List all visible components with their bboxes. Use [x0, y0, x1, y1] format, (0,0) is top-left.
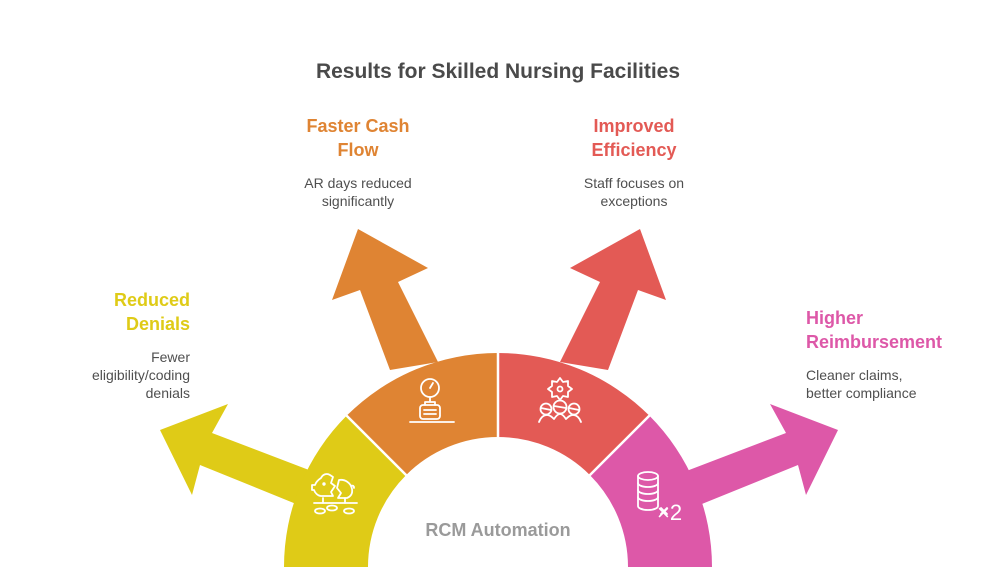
arrow-faster-cash-flow — [332, 229, 438, 370]
desc-line: Staff focuses on — [583, 175, 685, 191]
block-higher-reimbursement: Higher Reimbursement Cleaner claims, bet… — [806, 306, 986, 402]
desc-line: AR days reduced — [304, 175, 412, 191]
title-line: Reimbursement — [806, 332, 943, 352]
center-label: RCM Automation — [425, 520, 571, 540]
block-faster-cash-flow: Faster Cash Flow AR days reduced signifi… — [268, 114, 448, 210]
diagram-title: Results for Skilled Nursing Facilities — [315, 60, 681, 83]
block-improved-efficiency: Improved Efficiency Staff focuses on exc… — [544, 114, 724, 210]
block-desc-reduced-denials: Fewer eligibility/coding denials — [10, 348, 190, 402]
block-reduced-denials: Reduced Denials Fewer eligibility/coding… — [10, 288, 190, 402]
desc-line: denials — [145, 385, 190, 401]
arrow-improved-efficiency — [560, 229, 666, 370]
arc-segment-reduced-denials — [284, 415, 407, 567]
stopwatch-briefcase-icon — [409, 378, 455, 423]
desc-line: exceptions — [600, 193, 668, 209]
arrow-reduced-denials — [160, 404, 322, 508]
title-line: Faster Cash — [306, 116, 410, 136]
arc-segment-higher-reimbursement — [589, 415, 712, 567]
coin-stack-x2-icon — [637, 471, 668, 515]
block-desc-higher-reimbursement: Cleaner claims, better compliance — [806, 366, 986, 402]
block-desc-improved-efficiency: Staff focuses on exceptions — [544, 174, 724, 210]
title-line: Denials — [125, 314, 190, 334]
segment-divider — [588, 414, 651, 477]
arc-segment-faster-cash-flow — [346, 353, 498, 476]
desc-line: Cleaner claims, — [806, 367, 903, 383]
segment-divider — [345, 414, 408, 477]
desc-line: eligibility/coding — [91, 367, 190, 383]
desc-line: better compliance — [806, 385, 917, 401]
desc-line: significantly — [321, 193, 395, 209]
title-line: Improved — [593, 116, 675, 136]
desc-line: Fewer — [151, 349, 190, 365]
team-gear-icon — [538, 377, 582, 423]
coin-stack-multiplier-digit: ×2 — [657, 500, 682, 525]
block-title-faster-cash-flow: Faster Cash Flow — [268, 114, 448, 162]
title-line: Higher — [806, 308, 864, 328]
block-title-reduced-denials: Reduced Denials — [10, 288, 190, 336]
arrow-higher-reimbursement — [676, 404, 838, 508]
broken-piggy-bank-icon — [311, 473, 358, 515]
block-title-higher-reimbursement: Higher Reimbursement — [806, 306, 986, 354]
title-line: Reduced — [113, 290, 190, 310]
block-title-improved-efficiency: Improved Efficiency — [544, 114, 724, 162]
block-desc-faster-cash-flow: AR days reduced significantly — [268, 174, 448, 210]
title-line: Efficiency — [591, 140, 677, 160]
title-line: Flow — [337, 140, 379, 160]
